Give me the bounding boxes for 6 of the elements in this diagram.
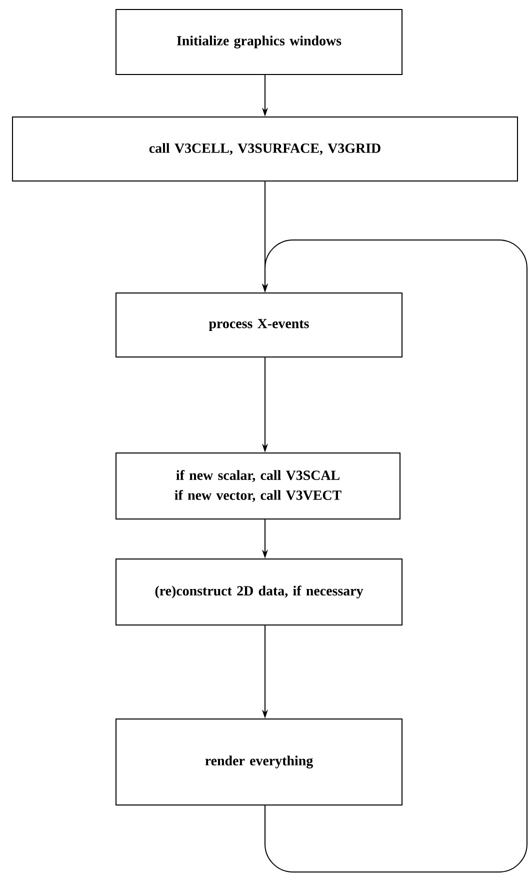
process-box: if new scalar, call V3SCAL if new vector, call V3VECT	[116, 452, 400, 520]
process-box: (re)construct 2D data, if necessary	[116, 558, 402, 626]
process-box: render everything	[116, 718, 402, 806]
process-box: process X-events	[116, 292, 402, 358]
process-box: Initialize graphics windows	[116, 9, 402, 75]
process-box: call V3CELL, V3SURFACE, V3GRID	[12, 116, 518, 182]
